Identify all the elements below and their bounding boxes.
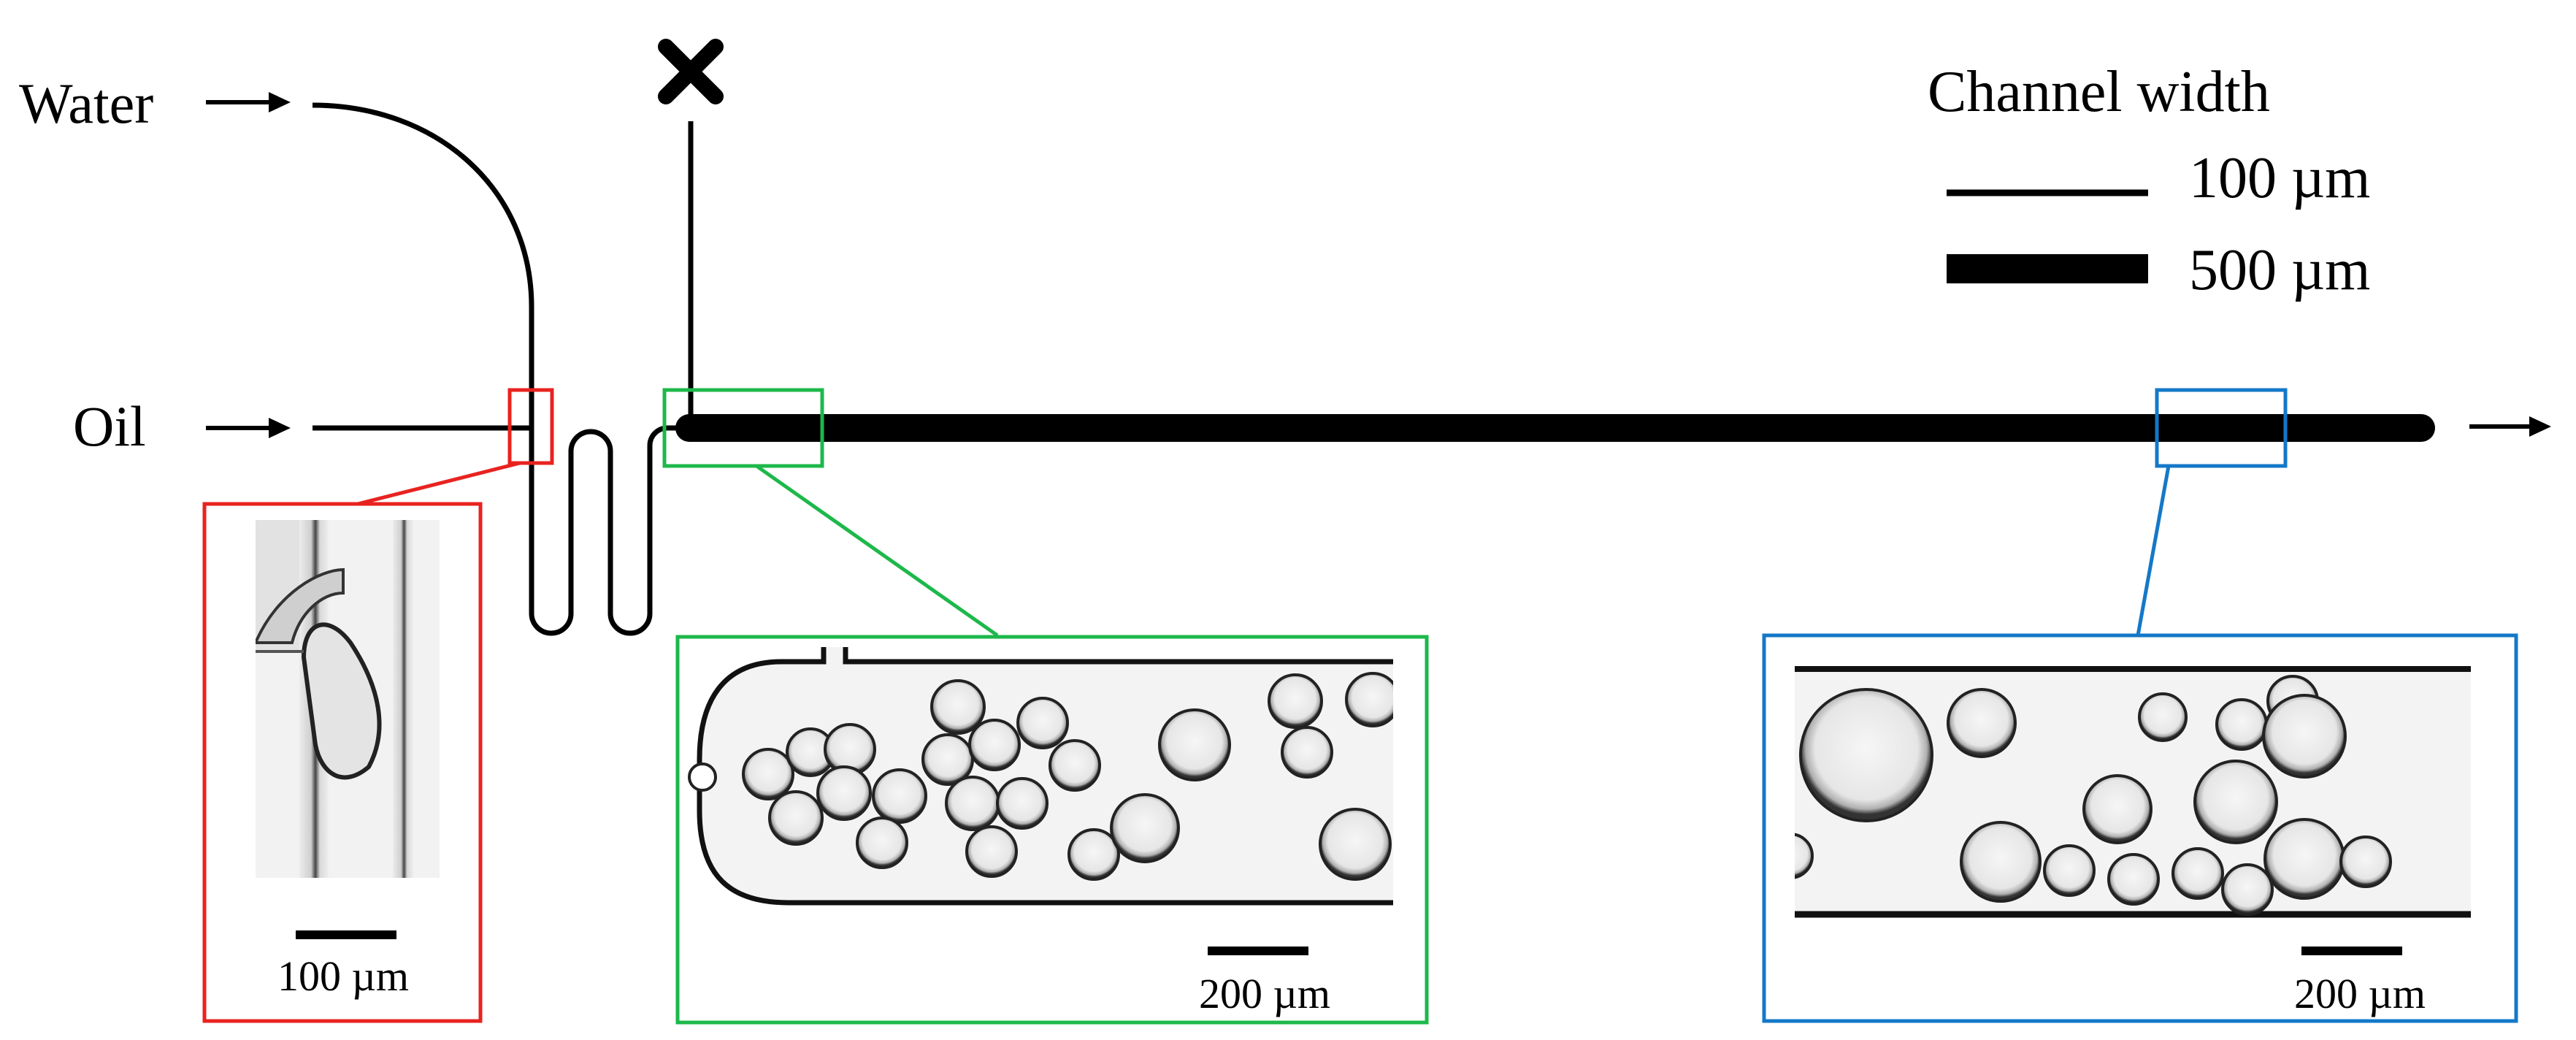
legend-thick-line <box>1947 254 2148 283</box>
downstream-scale-label: 200 µm <box>2294 970 2426 1017</box>
cross-icon <box>658 39 724 104</box>
entrance-inset: 200 µm <box>675 635 1429 1025</box>
downstream-inset: 200 µm <box>1762 633 2518 1023</box>
junction-micrograph <box>256 520 440 878</box>
downstream-marker <box>2155 388 2288 468</box>
entrance-scale-label: 200 µm <box>1199 970 1330 1017</box>
downstream-connector <box>2136 465 2171 636</box>
downstream-scale-bar <box>2301 947 2402 955</box>
junction-marker <box>507 388 554 465</box>
water-inlet-channel <box>312 102 534 428</box>
entrance-micrograph <box>686 647 1393 917</box>
legend-thin-value: 100 µm <box>2189 146 2370 210</box>
droplet-cluster <box>742 672 1393 881</box>
junction-inset: 100 µm <box>202 502 483 1023</box>
water-label: Water <box>19 72 153 135</box>
oil-arrow-icon <box>206 418 291 438</box>
entrance-connector <box>755 464 999 638</box>
downstream-micrograph <box>1795 666 2471 918</box>
legend-title: Channel width <box>1928 60 2270 124</box>
entrance-marker <box>662 388 824 468</box>
water-arrow-icon <box>206 92 291 112</box>
oil-label: Oil <box>73 394 146 458</box>
junction-scale-label: 100 µm <box>277 952 409 1000</box>
droplet-field <box>1795 675 2392 916</box>
entrance-scale-bar <box>1208 947 1308 955</box>
legend-thick-value: 500 µm <box>2189 238 2370 302</box>
junction-scale-bar <box>296 930 396 939</box>
junction-connector <box>357 461 521 506</box>
serpentine-channel <box>529 425 686 636</box>
outlet-arrow-icon <box>2469 416 2551 437</box>
